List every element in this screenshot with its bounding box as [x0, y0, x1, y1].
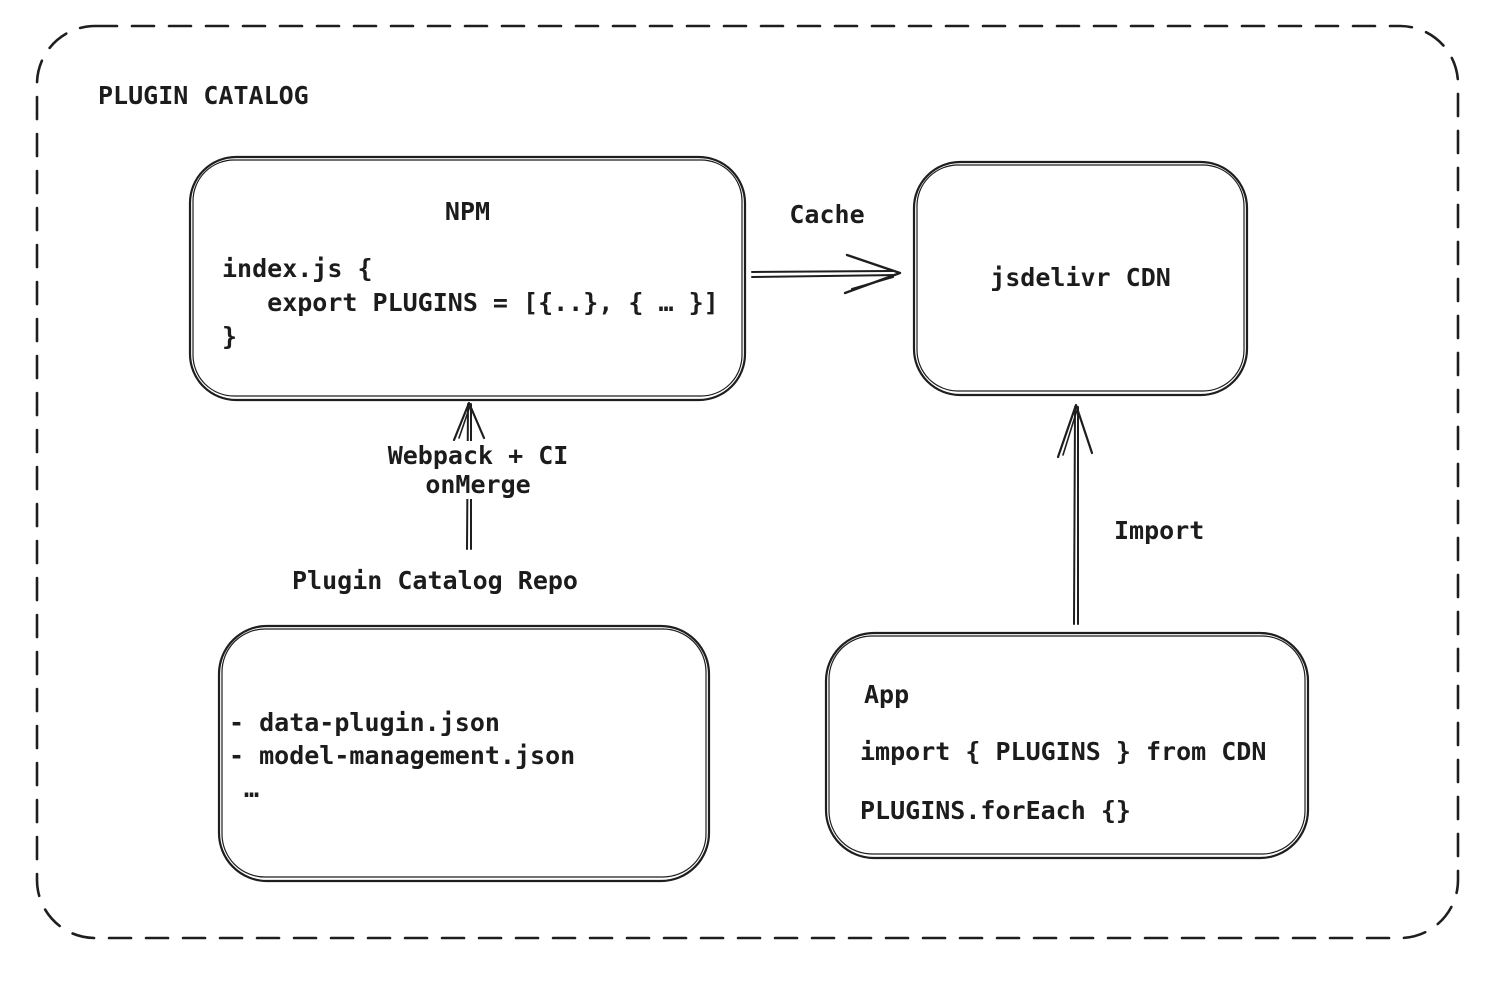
repo-node [217, 624, 711, 883]
import-edge-label: Import [1114, 516, 1205, 545]
cache-edge-label: Cache [789, 200, 865, 229]
app-foreach-code: PLUGINS.forEach {} [860, 796, 1131, 825]
npm-node [188, 155, 747, 402]
npm-node-title: NPM [444, 197, 491, 226]
cdn-node [912, 160, 1249, 397]
app-import-code: import { PLUGINS } from CDN [860, 737, 1267, 766]
repo-caption: Plugin Catalog Repo [292, 566, 578, 595]
import-arrow [1056, 403, 1094, 625]
repo-file-list: - data-plugin.json - model-management.js… [229, 708, 576, 803]
npm-code: index.js { export PLUGINS = [{..}, { … }… [222, 254, 719, 351]
diagram-title: PLUGIN CATALOG [98, 81, 309, 110]
catalog-boundary [35, 24, 1460, 940]
build-edge-label: Webpack + CI onMerge [354, 441, 602, 499]
app-node-title: App [864, 680, 910, 709]
cache-arrow [751, 253, 902, 295]
cdn-label: jsdelivr CDN [990, 263, 1171, 292]
app-node [824, 631, 1310, 860]
